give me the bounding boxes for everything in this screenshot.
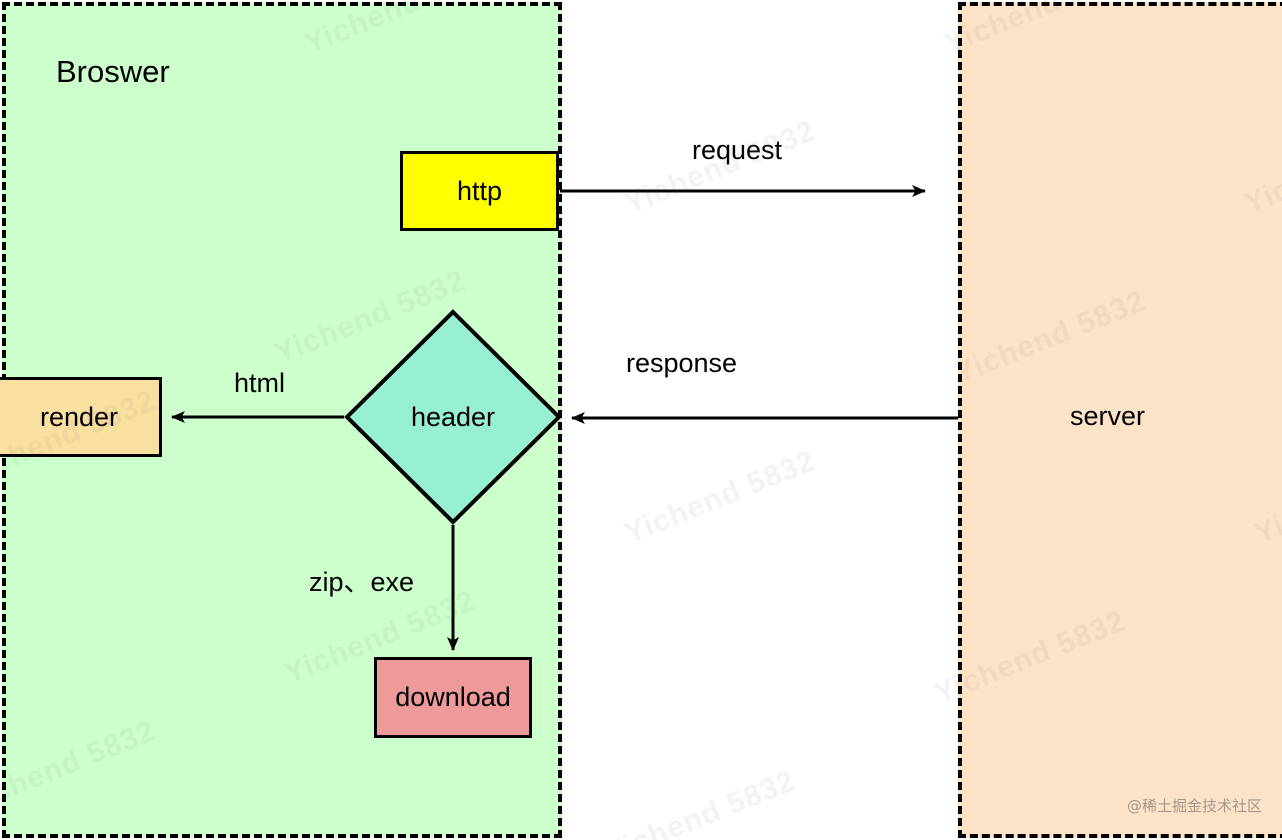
server-node-label: server [1070, 401, 1146, 431]
edge-label-zip-exe: zip、exe [309, 567, 415, 597]
node-render[interactable]: render [0, 377, 162, 457]
node-render-label: render [39, 401, 119, 432]
edge-label-html: html [234, 368, 286, 398]
community-credit: @稀土掘金技术社区 [1126, 797, 1262, 815]
watermark-text: Yichend 5832 [620, 114, 821, 221]
edge-label-request: request [692, 135, 783, 165]
watermark-text: Yichend 5832 [620, 444, 821, 551]
node-header[interactable]: header [344, 309, 562, 525]
server-zone [958, 2, 1282, 838]
node-header-label: header [410, 401, 496, 432]
node-download-label: download [395, 682, 511, 712]
diamond-shape [344, 309, 562, 525]
node-download[interactable]: download [374, 657, 532, 738]
edge-label-response: response [626, 348, 738, 378]
browser-zone-title: Broswer [56, 54, 170, 89]
node-http-label: http [456, 175, 503, 206]
watermark-text: Yichend 5832 [600, 764, 801, 840]
node-http[interactable]: http [400, 151, 559, 231]
